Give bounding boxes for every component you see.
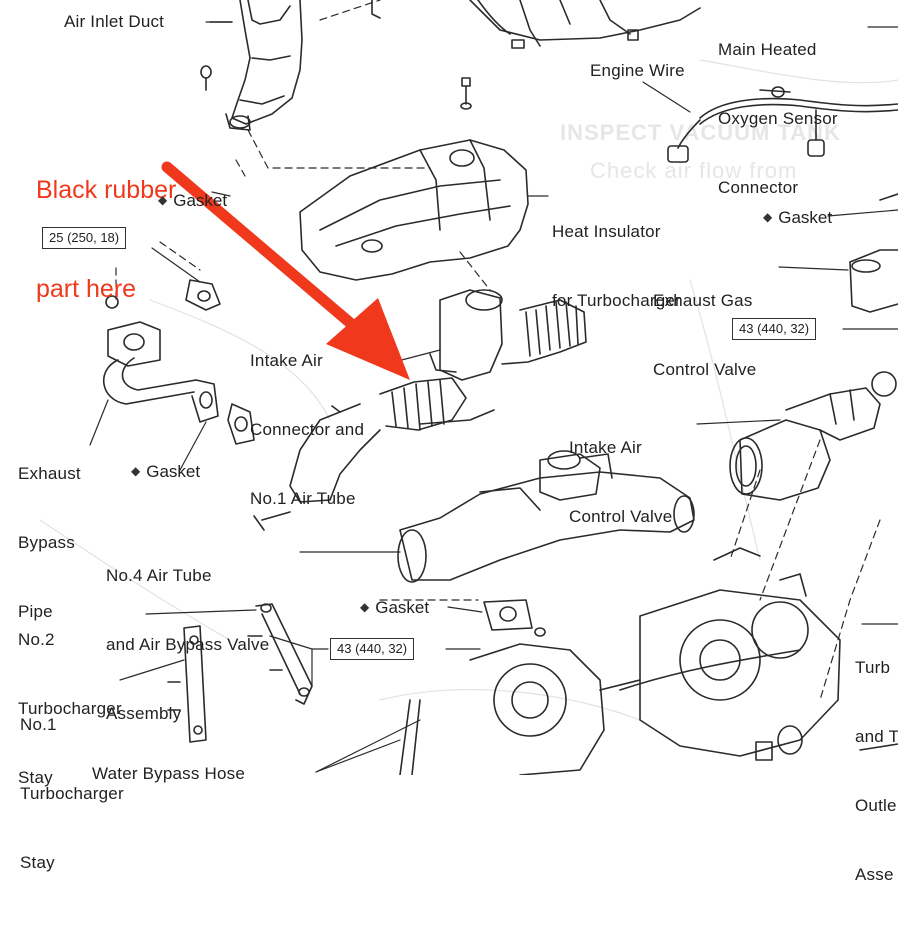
label-line: Exhaust Gas — [653, 291, 753, 310]
label-line: Bypass — [18, 533, 75, 552]
label-engine-wire: Engine Wire — [590, 61, 685, 80]
label-line: Intake Air — [569, 438, 642, 457]
intake-air-control-valve-part — [729, 371, 897, 501]
air-inlet-duct-part — [200, 0, 303, 131]
label-line: and T — [855, 727, 898, 746]
label-line: Connector and — [250, 420, 365, 439]
no4-air-tube-part — [253, 450, 695, 583]
label-line: No.1 Air Tube — [250, 489, 356, 508]
label-line: Turbocharger — [18, 699, 122, 718]
turbocharger-stays-part — [167, 603, 313, 743]
gasket-text: Gasket — [146, 462, 201, 481]
label-line: Exhaust — [18, 464, 81, 483]
label-line: Oxygen Sensor — [718, 109, 838, 128]
label-air-inlet-duct: Air Inlet Duct — [64, 12, 165, 31]
label-line: Turb — [855, 658, 891, 677]
label-main-oxygen-sensor-connector: Main Heated Oxygen Sensor Connector — [718, 0, 838, 245]
diagram-canvas: INSPECT VACUUM TANK Check air flow from — [18, 0, 898, 884]
annotation-line-2: part here — [36, 275, 137, 303]
bolt-part — [460, 77, 472, 110]
exploded-view-drawing — [39, 0, 898, 775]
torque-spec-box-3: 43 (440, 32) — [330, 638, 415, 660]
diamond-icon: ◆ — [131, 464, 141, 478]
heat-insulator-part — [299, 139, 529, 281]
gasket-text: Gasket — [173, 191, 228, 210]
wiring-harness-part — [371, 0, 701, 49]
gasket-label-2: ◆ Gasket — [763, 206, 832, 229]
label-line: and Air Bypass Valve — [106, 635, 270, 654]
label-intake-air-connector: Intake Air Connector and No.1 Air Tube — [250, 303, 364, 556]
red-arrow — [161, 161, 410, 380]
torque-spec-box-2: 43 (440, 32) — [732, 318, 817, 340]
label-line: Control Valve — [653, 360, 757, 379]
label-line: Assembly — [106, 704, 182, 723]
label-line: Heat Insulator — [552, 222, 661, 241]
label-line: Pipe — [18, 602, 53, 621]
ghost-text-2: Check air flow from — [590, 158, 798, 183]
label-exhaust-bypass-pipe: Exhaust Bypass Pipe — [18, 416, 81, 669]
label-line: Main Heated — [718, 40, 817, 59]
label-intake-air-control-valve: Intake Air Control Valve — [569, 390, 672, 574]
label-line: No.1 — [20, 715, 57, 734]
gasket-label-1: ◆ Gasket — [158, 189, 227, 212]
label-no4-air-tube-assembly: No.4 Air Tube and Air Bypass Valve Assem… — [106, 518, 269, 771]
label-heat-insulator: Heat Insulator for Turbocharger — [552, 174, 681, 358]
label-line: Stay — [20, 853, 55, 872]
label-line: Outle — [855, 796, 897, 815]
label-line: Turbocharger — [20, 784, 124, 803]
exhaust-bypass-pipe-part — [102, 279, 255, 445]
label-exhaust-gas-control-valve: Exhaust Gas Control Valve — [653, 243, 756, 427]
diamond-icon: ◆ — [360, 600, 370, 614]
torque-spec-box-1: 25 (250, 18) — [42, 227, 127, 249]
gasket-text: Gasket — [375, 598, 430, 617]
annotation-note: Black rubber part here — [36, 108, 176, 372]
label-line: Asse — [855, 865, 894, 884]
gasket-text: Gasket — [778, 208, 833, 227]
label-water-bypass-hose: Water Bypass Hose — [92, 764, 245, 783]
diamond-icon: ◆ — [158, 193, 168, 207]
exhaust-gas-control-valve-part — [849, 193, 898, 313]
label-line: Connector — [718, 178, 799, 197]
engine-wire-part — [667, 86, 898, 163]
gasket-ring-part — [483, 599, 533, 631]
label-line: No.4 Air Tube — [106, 566, 212, 585]
annotation-line-1: Black rubber — [36, 176, 177, 204]
label-line: No.2 — [18, 630, 55, 649]
gasket-label-4: ◆ Gasket — [360, 596, 429, 619]
intake-connector-part — [289, 289, 587, 503]
gasket-label-3: ◆ Gasket — [131, 460, 200, 483]
label-turbocharger-outlet-assembly: Turb and T Outle Asse — [855, 610, 898, 932]
label-line: Control Valve — [569, 507, 673, 526]
label-line: for Turbocharger — [552, 291, 681, 310]
diamond-icon: ◆ — [763, 210, 773, 224]
label-line: Intake Air — [250, 351, 323, 370]
label-no1-turbocharger-stay: No.1 Turbocharger Stay — [20, 667, 124, 920]
turbocharger-assembly-part — [399, 547, 898, 775]
